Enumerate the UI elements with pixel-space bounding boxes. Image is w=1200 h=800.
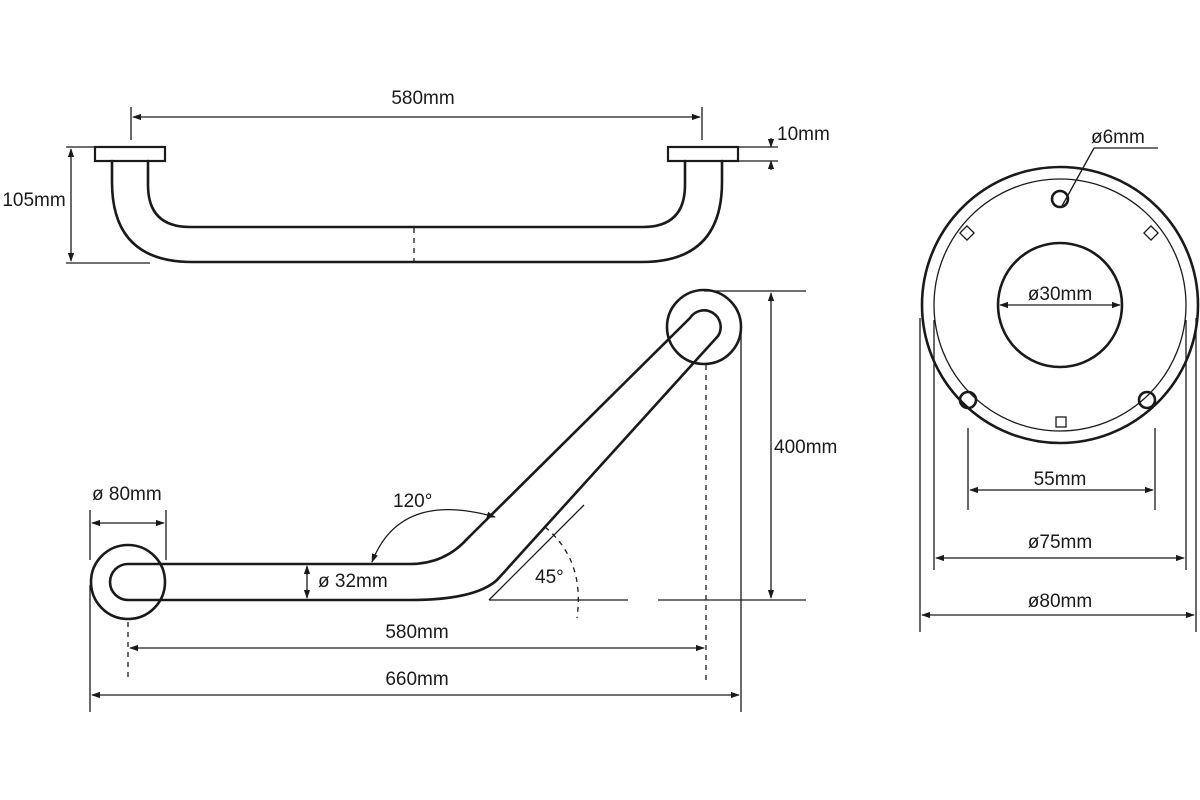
incline-reference-line [488, 504, 585, 601]
marker-square [1143, 225, 1159, 241]
marker-square [1055, 416, 1067, 428]
screw-hole-leader [1061, 147, 1095, 207]
flange-outer-circle [920, 165, 1200, 445]
angle-45-label: 45° [535, 567, 564, 588]
mounting-plate-right [666, 145, 740, 163]
screw-hole-left [958, 390, 978, 410]
bar-outer-outline [110, 159, 724, 264]
length-label: 580mm [391, 88, 454, 109]
grab-bar-body [108, 309, 722, 602]
flange-inner-circle [933, 178, 1187, 432]
bar-inner-outline [146, 159, 687, 229]
angle-arc-120 [371, 509, 496, 563]
center-hole [996, 241, 1124, 369]
angle-120-label: 120° [393, 491, 432, 512]
height-label: 105mm [2, 190, 65, 211]
flange-left [89, 543, 167, 621]
height-label: 400mm [774, 437, 837, 458]
screw-hole-label: ø6mm [1091, 127, 1145, 148]
flange-diameter-label: ø 80mm [92, 484, 162, 505]
marker-square [959, 225, 975, 241]
tube-diameter-label: ø 32mm [318, 571, 388, 592]
top-view: 580mm 105mm 10mm [2, 88, 830, 264]
screw-hole-top [1050, 189, 1070, 209]
inner-diameter-label: ø75mm [1028, 532, 1092, 553]
center-hole-label: ø30mm [1028, 284, 1092, 305]
inner-length-label: 580mm [385, 622, 448, 643]
mounting-plate-left [93, 145, 167, 163]
hole-spacing-label: 55mm [1034, 469, 1087, 490]
flange-view: ø6mm ø30mm 55mm ø75mm ø80mm [919, 127, 1200, 632]
overall-length-label: 660mm [385, 669, 448, 690]
screw-hole-right [1137, 390, 1157, 410]
plate-thickness-label: 10mm [777, 124, 830, 145]
outer-diameter-label: ø80mm [1028, 591, 1092, 612]
front-view: ø 80mm ø 32mm 120° 45° 400mm 580mm 660mm [89, 288, 837, 712]
angle-arc-45 [544, 526, 579, 619]
